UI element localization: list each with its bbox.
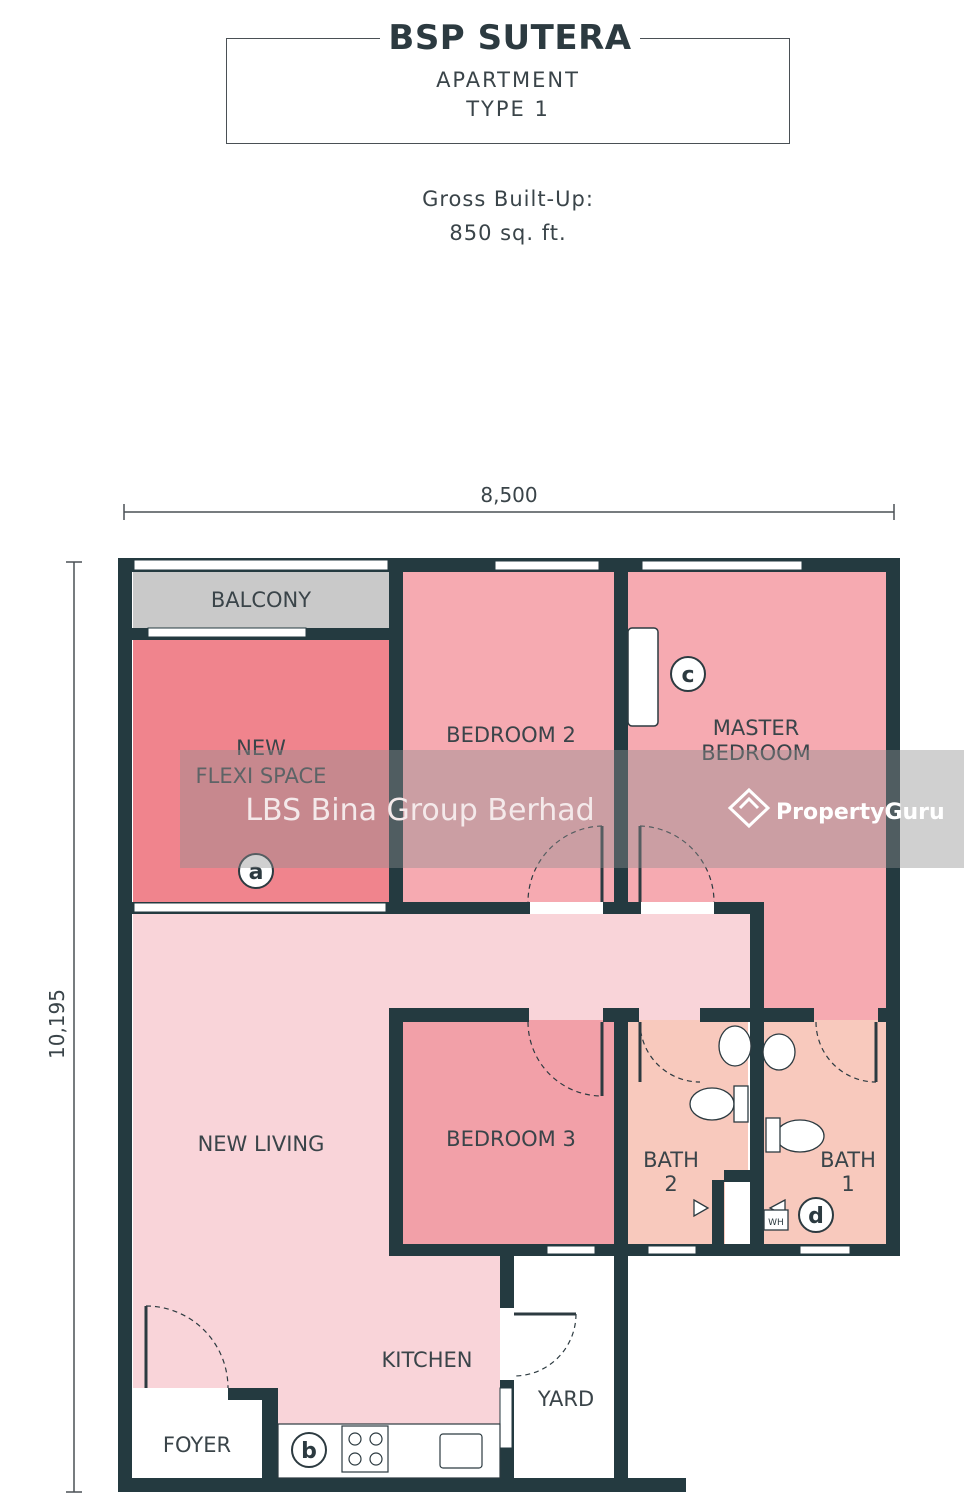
foyer-label: FOYER bbox=[163, 1433, 231, 1457]
marker-b-label: b bbox=[301, 1439, 317, 1464]
bath2-label-line2: 2 bbox=[664, 1172, 677, 1196]
propertyguru-watermark: PropertyGuru bbox=[776, 800, 945, 825]
depth-dimension-label: 10,195 bbox=[45, 989, 69, 1059]
gross-built-up-label: Gross Built-Up: bbox=[422, 187, 594, 211]
door-leaves bbox=[144, 826, 878, 1388]
master-bedroom-extension bbox=[763, 902, 886, 1020]
water-heater-label: WH bbox=[768, 1218, 784, 1228]
propertyguru-logo-icon bbox=[727, 787, 771, 829]
wardrobe bbox=[627, 627, 659, 727]
width-dimension bbox=[123, 504, 895, 520]
marker-c: c bbox=[670, 656, 706, 692]
master-bedroom-label-line1: MASTER bbox=[713, 716, 800, 740]
bath1-label-line2: 1 bbox=[841, 1172, 854, 1196]
master-bedroom-label-line2: BEDROOM bbox=[701, 741, 811, 765]
flexi-space-label-line1: NEW bbox=[236, 736, 286, 760]
windows bbox=[133, 559, 851, 1449]
kitchen-label: KITCHEN bbox=[382, 1348, 473, 1372]
unit-category: APARTMENT bbox=[436, 68, 580, 92]
yard-label: YARD bbox=[537, 1387, 594, 1411]
master-bedroom-area bbox=[628, 572, 886, 902]
width-dimension-label: 8,500 bbox=[480, 483, 537, 507]
balcony-area bbox=[133, 572, 389, 628]
gross-built-up-value: 850 sq. ft. bbox=[449, 221, 567, 245]
marker-b: b bbox=[291, 1432, 327, 1468]
living-label: NEW LIVING bbox=[198, 1132, 325, 1156]
living-area bbox=[133, 914, 750, 1424]
door-swings bbox=[145, 825, 877, 1389]
developer-watermark: LBS Bina Group Berhad bbox=[245, 793, 594, 828]
marker-c-label: c bbox=[681, 663, 694, 688]
bath-fixtures bbox=[689, 1025, 825, 1231]
bedroom2-label: BEDROOM 2 bbox=[446, 723, 576, 747]
marker-a: a bbox=[238, 853, 274, 889]
bedroom3-area bbox=[402, 1020, 614, 1244]
flexi-space-label-line2: FLEXI SPACE bbox=[196, 764, 327, 788]
shaft-area bbox=[725, 1182, 749, 1244]
bath2-label-line1: BATH bbox=[643, 1148, 699, 1172]
watermark-band bbox=[180, 750, 964, 868]
depth-dimension bbox=[66, 561, 82, 1493]
project-name: BSP SUTERA bbox=[380, 18, 640, 58]
marker-d-label: d bbox=[808, 1204, 824, 1229]
marker-d: d bbox=[798, 1197, 834, 1233]
bedroom2-area bbox=[402, 572, 614, 902]
bedroom3-label: BEDROOM 3 bbox=[446, 1127, 576, 1151]
marker-a-label: a bbox=[249, 860, 264, 885]
unit-type: TYPE 1 bbox=[466, 97, 550, 121]
balcony-label: BALCONY bbox=[211, 588, 311, 612]
bath1-label-line1: BATH bbox=[820, 1148, 876, 1172]
